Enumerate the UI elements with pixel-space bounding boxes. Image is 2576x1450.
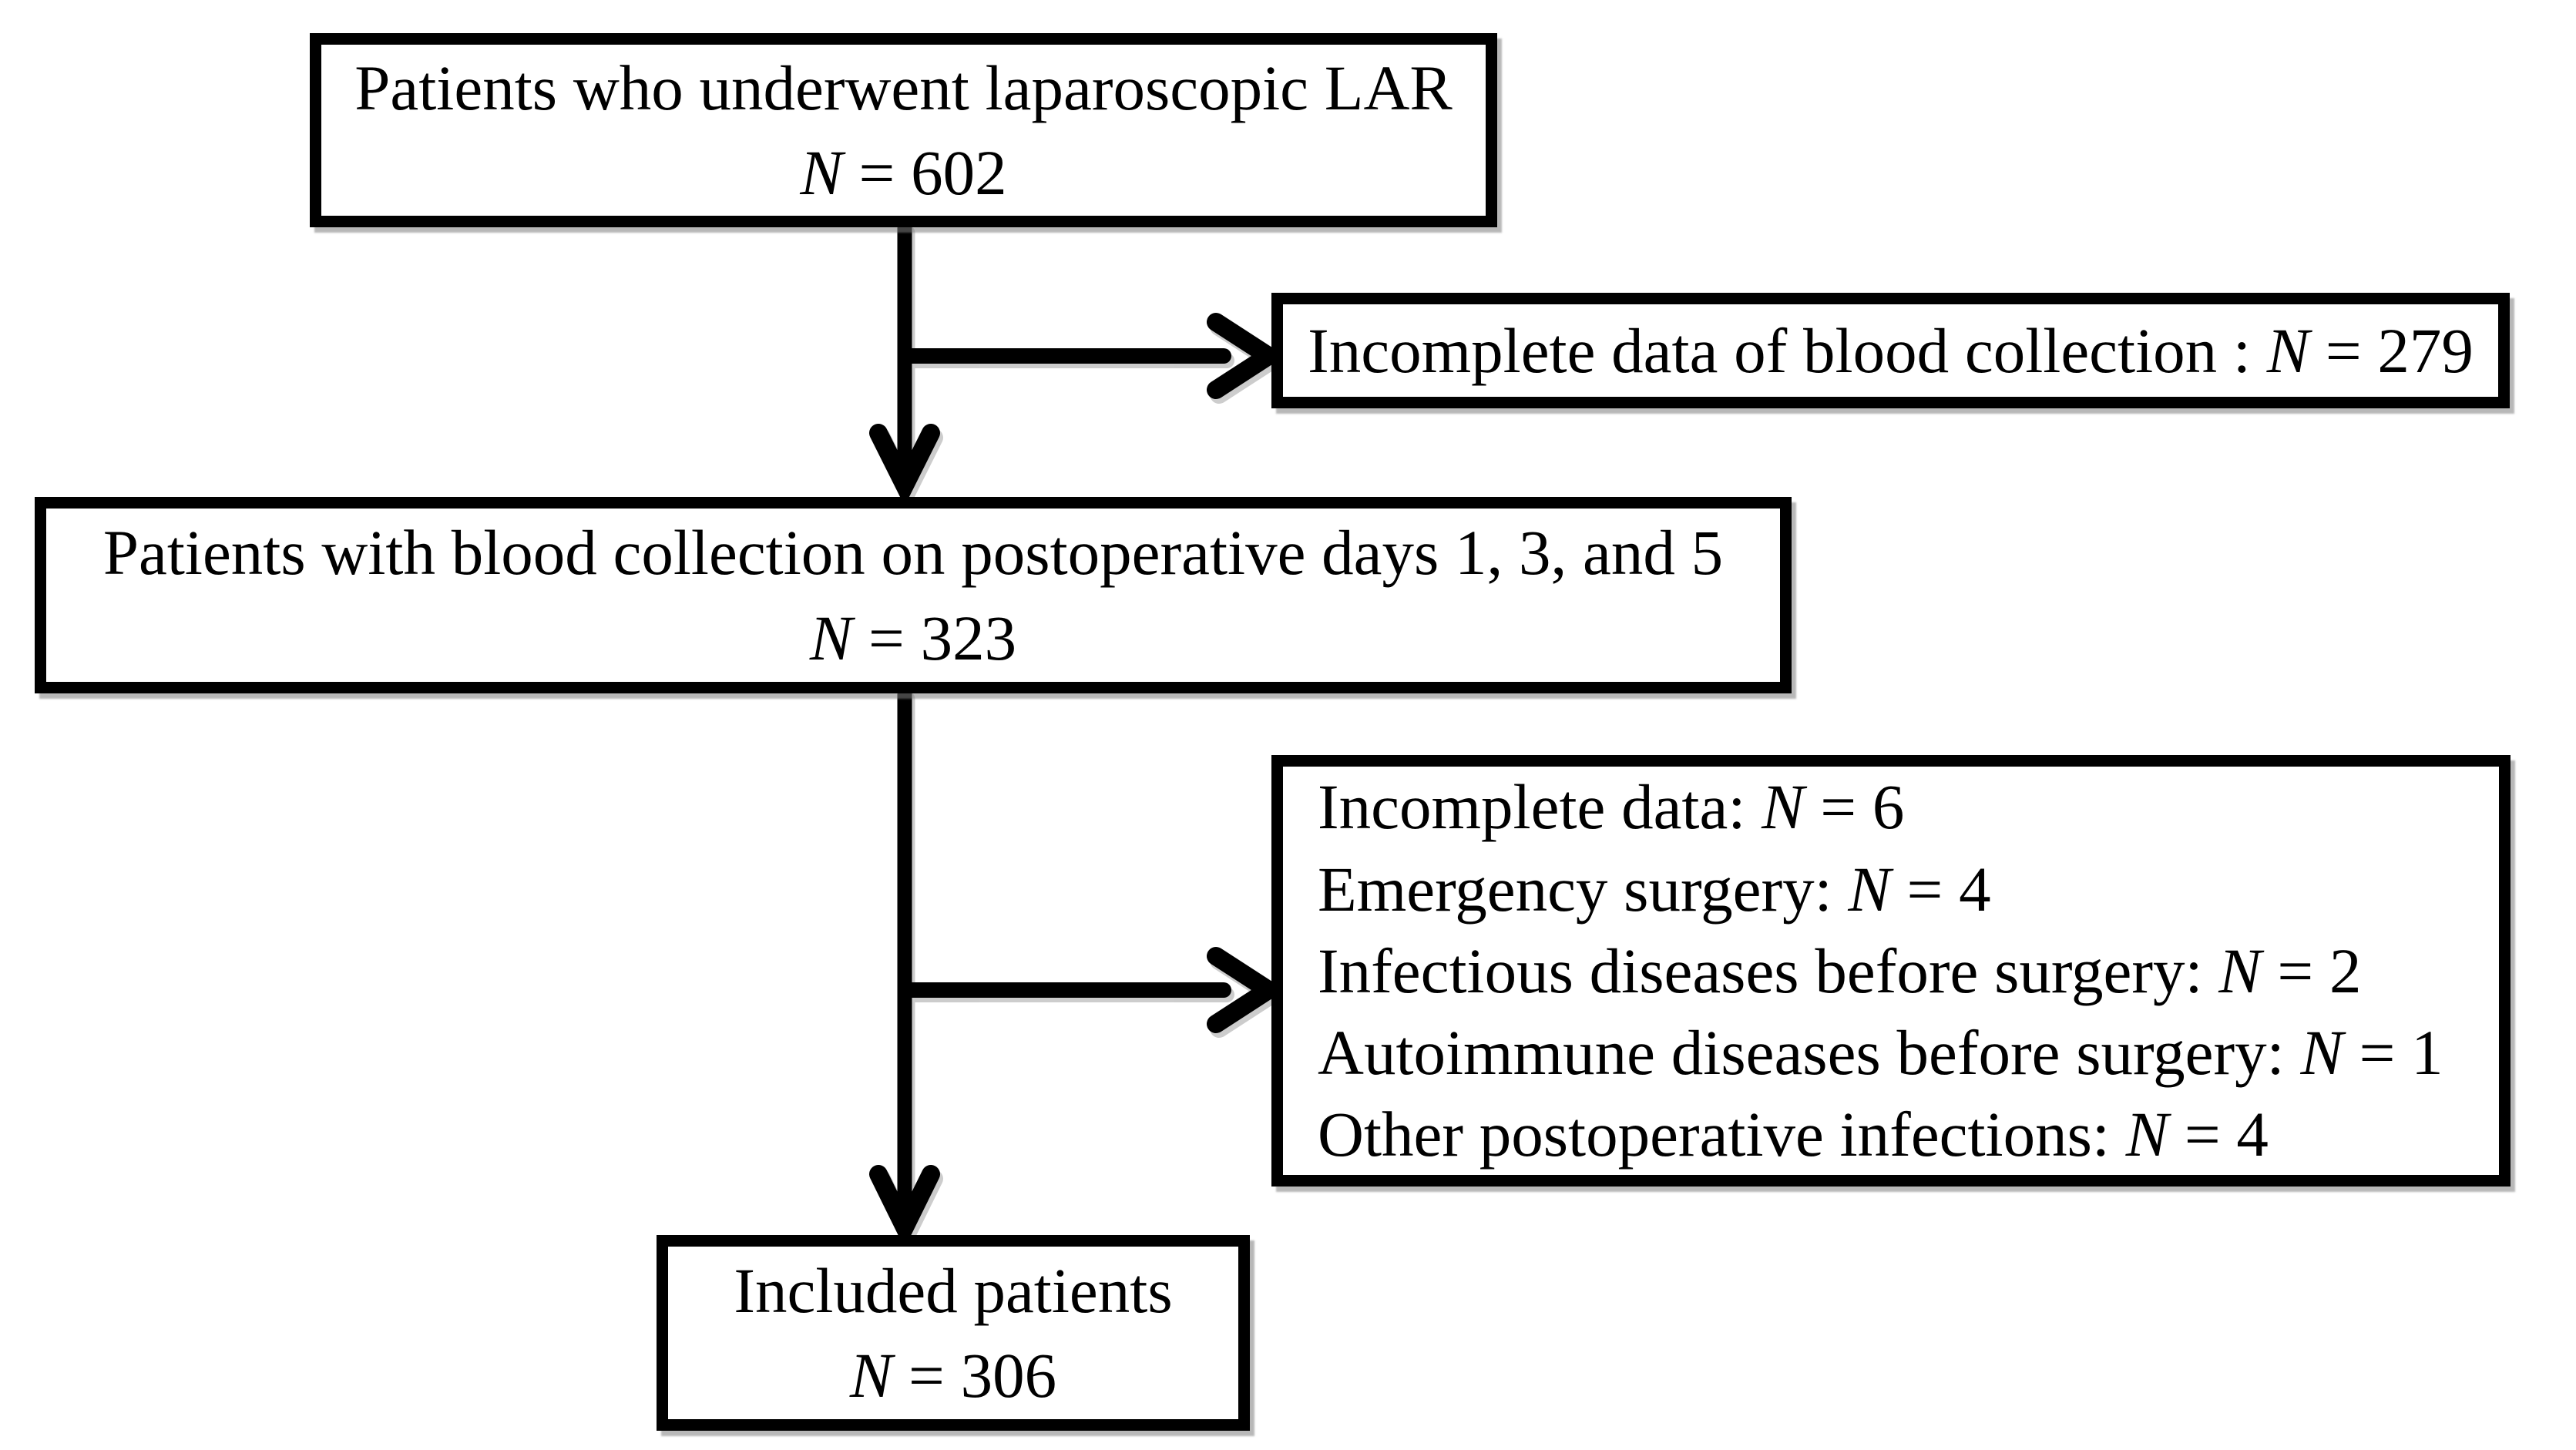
exclusion-item: Autoimmune diseases before surgery: N = … — [1318, 1017, 2443, 1089]
n-symbol: N — [809, 602, 853, 673]
node-title: Patients with blood collection on postop… — [102, 517, 1724, 589]
node-title: Included patients — [734, 1254, 1173, 1326]
node-included-patients: Included patients N = 306 — [657, 1235, 1250, 1431]
n-symbol: N — [1762, 771, 1805, 843]
exclusion-item: Incomplete data of blood collection : N … — [1308, 314, 2474, 386]
arrow-blood-to-included-head — [869, 1165, 940, 1249]
node-count: N = 323 — [809, 602, 1017, 673]
n-symbol: N — [2300, 1017, 2343, 1089]
exclusion-item: Incomplete data: N = 6 — [1318, 771, 1905, 843]
exclusion-item: Other postoperative infections: N = 4 — [1318, 1099, 2269, 1170]
n-symbol: N — [800, 137, 843, 208]
arrow-branch-excluded-other-head — [1207, 947, 1286, 1033]
n-symbol: N — [1848, 853, 1891, 925]
n-symbol: N — [2125, 1099, 2169, 1170]
n-symbol: N — [849, 1340, 893, 1411]
node-patients-with-blood-collection: Patients with blood collection on postop… — [35, 497, 1792, 693]
exclusion-item: Emergency surgery: N = 4 — [1318, 853, 1991, 925]
node-count: N = 306 — [849, 1340, 1057, 1411]
node-title: Patients who underwent laparoscopic LAR — [354, 52, 1453, 123]
arrow-branch-excluded-blood-head — [1207, 313, 1286, 399]
node-patients-underwent-lar: Patients who underwent laparoscopic LAR … — [310, 33, 1497, 227]
node-count: N = 602 — [800, 137, 1007, 208]
n-symbol: N — [2266, 314, 2310, 386]
n-symbol: N — [2218, 935, 2262, 1006]
node-excluded-incomplete-blood-collection: Incomplete data of blood collection : N … — [1271, 293, 2510, 408]
node-excluded-other-reasons: Incomplete data: N = 6 Emergency surgery:… — [1271, 755, 2511, 1187]
exclusion-item: Infectious diseases before surgery: N = … — [1318, 935, 2362, 1006]
arrow-lar-to-blood-head — [869, 424, 940, 506]
